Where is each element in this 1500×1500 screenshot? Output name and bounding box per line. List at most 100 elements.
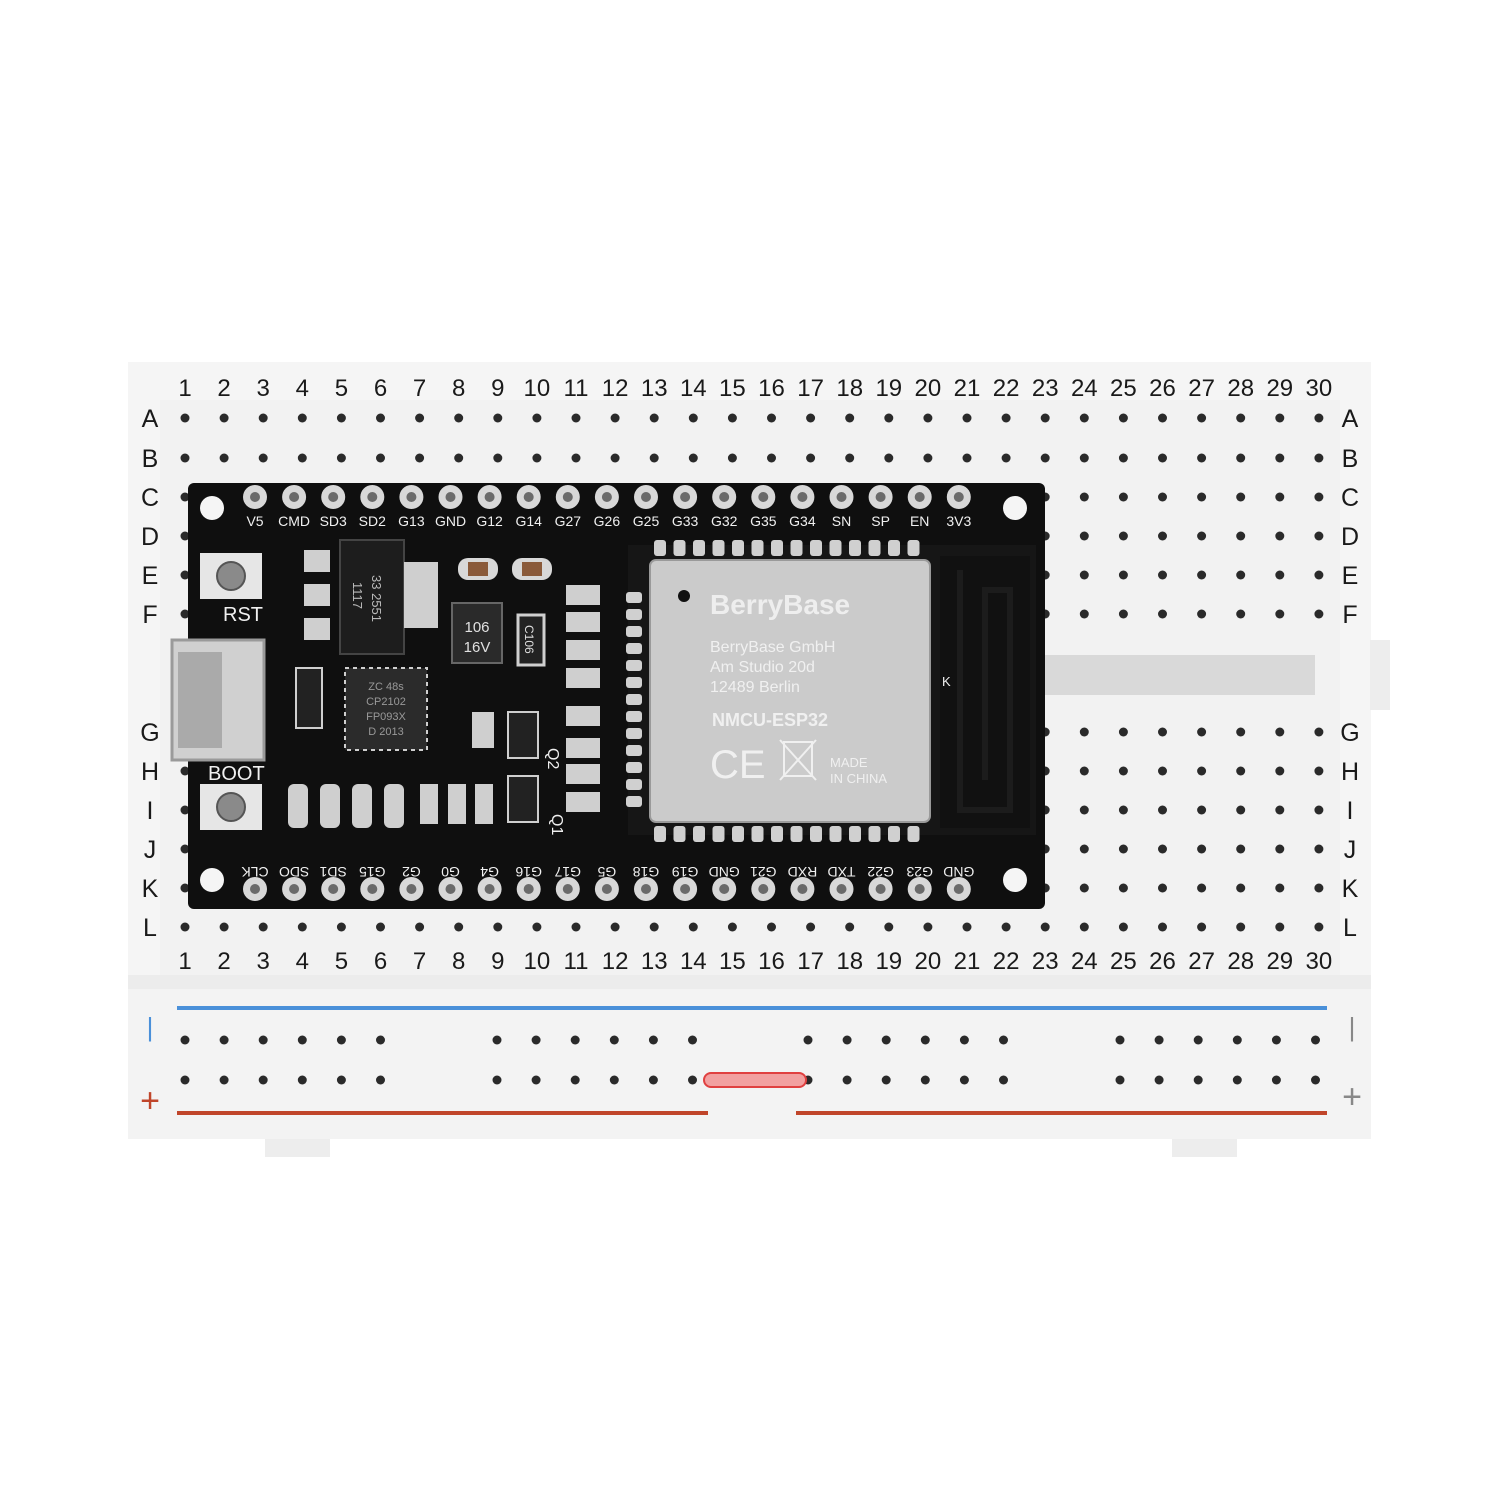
rail-plus-hole-17[interactable] (959, 1075, 969, 1085)
rail-minus-hole-23[interactable] (1271, 1035, 1281, 1045)
rail-minus-hole-14[interactable] (842, 1035, 852, 1045)
hole-J1[interactable] (180, 844, 190, 854)
rail-minus-hole-5[interactable] (336, 1035, 346, 1045)
hole-D24[interactable] (1079, 531, 1089, 541)
hole-A10[interactable] (532, 413, 542, 423)
hole-C27[interactable] (1197, 492, 1207, 502)
hole-F26[interactable] (1158, 609, 1167, 619)
hole-C24[interactable] (1079, 492, 1089, 502)
hole-E24[interactable] (1079, 570, 1089, 580)
hole-H1[interactable] (180, 766, 190, 776)
rail-minus-hole-1[interactable] (180, 1035, 190, 1045)
hole-G24[interactable] (1079, 727, 1089, 737)
hole-H29[interactable] (1275, 766, 1285, 776)
hole-C25[interactable] (1118, 492, 1128, 502)
hole-J27[interactable] (1197, 844, 1207, 854)
rail-plus-hole-7[interactable] (492, 1075, 502, 1085)
hole-L11[interactable] (571, 922, 581, 932)
hole-L18[interactable] (845, 922, 855, 932)
rail-plus-hole-10[interactable] (609, 1075, 619, 1085)
rail-minus-hole-11[interactable] (648, 1035, 658, 1045)
rail-minus-hole-15[interactable] (881, 1035, 891, 1045)
hole-L16[interactable] (767, 922, 776, 932)
hole-B20[interactable] (923, 453, 933, 463)
hole-B30[interactable] (1314, 453, 1324, 463)
hole-B1[interactable] (180, 453, 190, 463)
hole-L19[interactable] (884, 922, 894, 932)
rail-minus-hole-10[interactable] (609, 1035, 619, 1045)
hole-L10[interactable] (532, 922, 542, 932)
rail-plus-hole-15[interactable] (881, 1075, 891, 1085)
hole-B9[interactable] (493, 453, 503, 463)
hole-J30[interactable] (1314, 844, 1324, 854)
hole-J28[interactable] (1236, 844, 1246, 854)
rail-plus-hole-21[interactable] (1193, 1075, 1203, 1085)
rail-plus-hole-23[interactable] (1271, 1075, 1281, 1085)
hole-J24[interactable] (1079, 844, 1089, 854)
hole-B8[interactable] (454, 453, 464, 463)
hole-L13[interactable] (649, 922, 659, 932)
hole-C28[interactable] (1236, 492, 1246, 502)
hole-G25[interactable] (1118, 727, 1128, 737)
hole-L1[interactable] (180, 922, 190, 932)
hole-K25[interactable] (1118, 883, 1128, 893)
hole-H25[interactable] (1118, 766, 1128, 776)
hole-L17[interactable] (806, 922, 816, 932)
hole-F27[interactable] (1197, 609, 1207, 619)
hole-A14[interactable] (688, 413, 698, 423)
hole-F30[interactable] (1314, 609, 1324, 619)
hole-A24[interactable] (1079, 413, 1089, 423)
hole-C30[interactable] (1314, 492, 1324, 502)
hole-L12[interactable] (610, 922, 620, 932)
hole-I24[interactable] (1079, 805, 1089, 815)
hole-D26[interactable] (1158, 531, 1167, 541)
rail-minus-hole-8[interactable] (531, 1035, 541, 1045)
hole-L15[interactable] (727, 922, 737, 932)
hole-E1[interactable] (180, 570, 190, 580)
hole-E25[interactable] (1118, 570, 1128, 580)
hole-E28[interactable] (1236, 570, 1246, 580)
rail-plus-hole-9[interactable] (570, 1075, 580, 1085)
rail-plus-hole-19[interactable] (1115, 1075, 1125, 1085)
hole-B19[interactable] (884, 453, 894, 463)
hole-A23[interactable] (1040, 413, 1050, 423)
hole-L20[interactable] (923, 922, 933, 932)
hole-B10[interactable] (532, 453, 542, 463)
hole-A11[interactable] (571, 413, 581, 423)
rail-plus-hole-18[interactable] (999, 1075, 1008, 1085)
hole-A9[interactable] (493, 413, 503, 423)
rail-minus-hole-18[interactable] (999, 1035, 1008, 1045)
hole-B27[interactable] (1197, 453, 1207, 463)
hole-A26[interactable] (1158, 413, 1167, 423)
hole-A21[interactable] (962, 413, 972, 423)
hole-B24[interactable] (1079, 453, 1089, 463)
hole-L23[interactable] (1040, 922, 1050, 932)
rail-plus-hole-20[interactable] (1154, 1075, 1164, 1085)
hole-B5[interactable] (336, 453, 346, 463)
hole-A28[interactable] (1236, 413, 1246, 423)
hole-I29[interactable] (1275, 805, 1285, 815)
hole-B6[interactable] (376, 453, 385, 463)
rail-plus-hole-24[interactable] (1311, 1075, 1320, 1085)
hole-I1[interactable] (180, 805, 190, 815)
hole-D28[interactable] (1236, 531, 1246, 541)
hole-B21[interactable] (962, 453, 972, 463)
hole-L29[interactable] (1275, 922, 1285, 932)
boot-button[interactable] (216, 792, 246, 822)
hole-A16[interactable] (767, 413, 776, 423)
hole-E29[interactable] (1275, 570, 1285, 580)
hole-D25[interactable] (1118, 531, 1128, 541)
rail-plus-hole-5[interactable] (336, 1075, 346, 1085)
hole-D29[interactable] (1275, 531, 1285, 541)
rail-minus-hole-17[interactable] (959, 1035, 969, 1045)
hole-B28[interactable] (1236, 453, 1246, 463)
rail-minus-hole-19[interactable] (1115, 1035, 1125, 1045)
hole-H24[interactable] (1079, 766, 1089, 776)
hole-C1[interactable] (180, 492, 190, 502)
hole-J29[interactable] (1275, 844, 1285, 854)
hole-B22[interactable] (1001, 453, 1011, 463)
rail-plus-hole-11[interactable] (648, 1075, 658, 1085)
hole-F1[interactable] (180, 609, 190, 619)
hole-L9[interactable] (493, 922, 503, 932)
